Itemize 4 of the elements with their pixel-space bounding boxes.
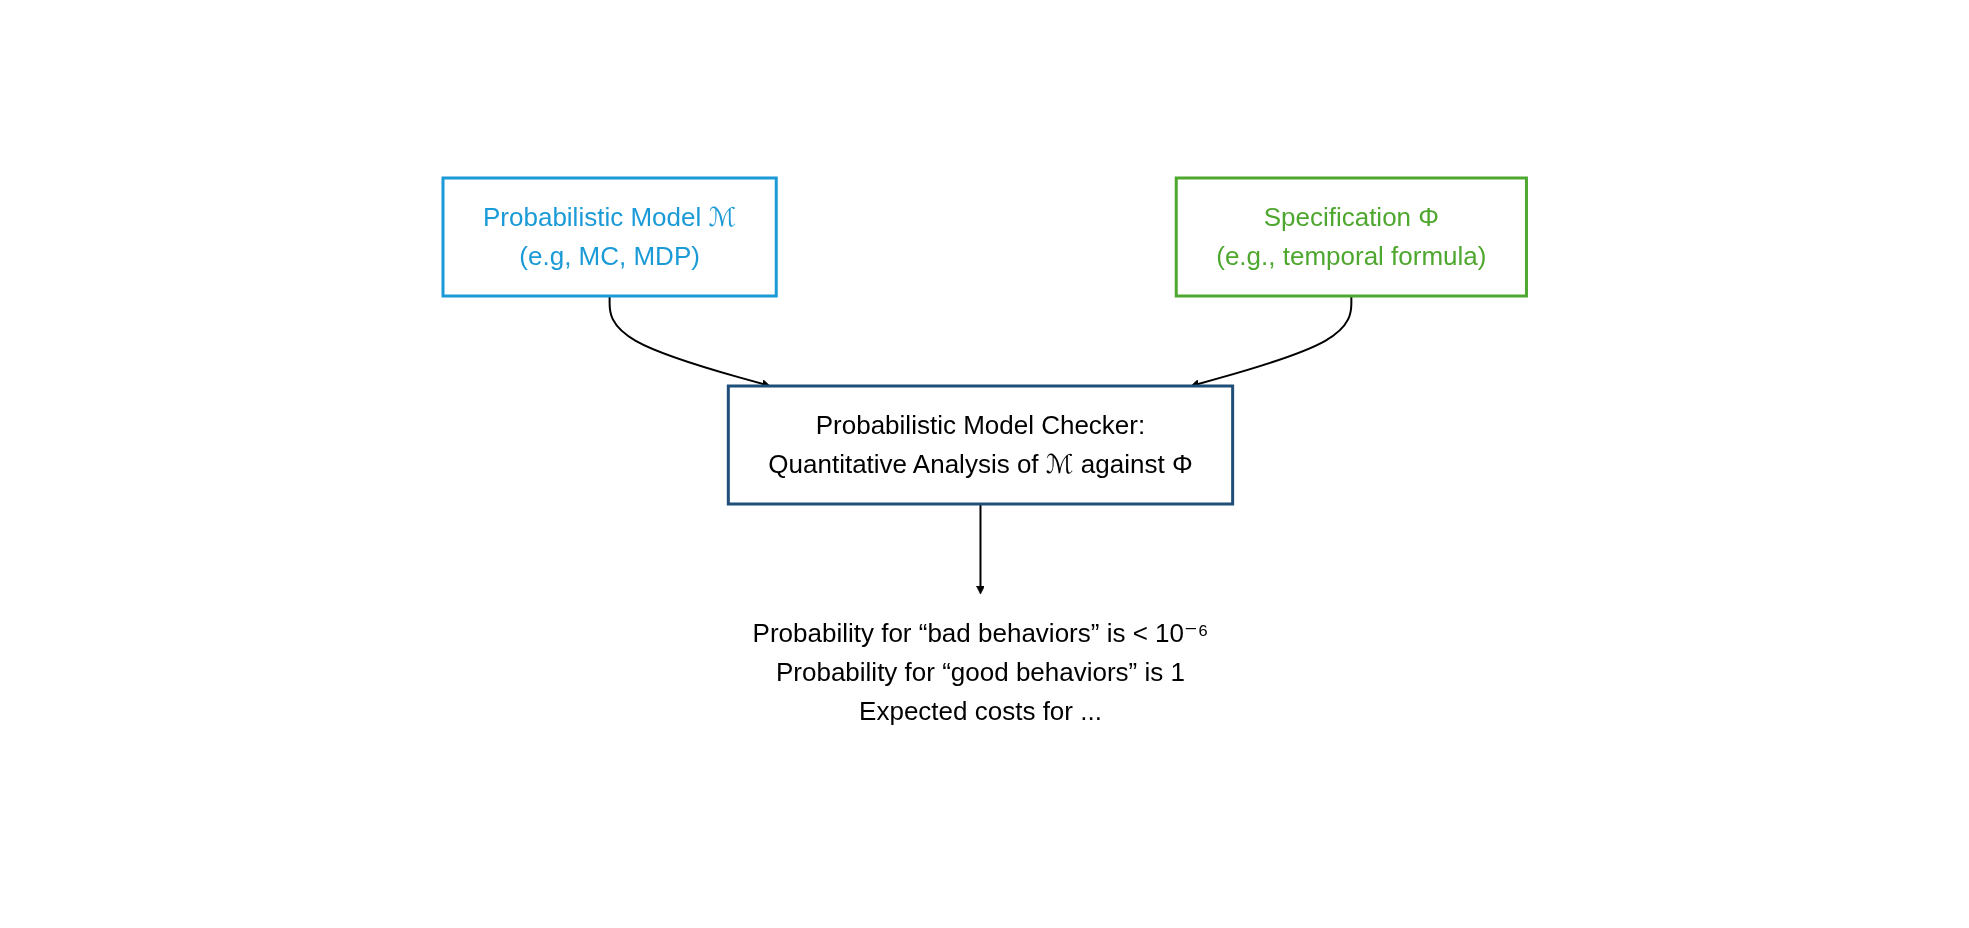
node-box: Probabilistic Model Checker: Quantitative Analysis of ℳ against Φ xyxy=(726,384,1234,505)
node-box: Probabilistic Model ℳ (e.g, MC, MDP) xyxy=(441,176,778,297)
node-box: Specification Φ (e.g., temporal formula) xyxy=(1174,176,1528,297)
node-text: Probability for “bad behaviors” is < 10⁻⁶ Probability for “good behaviors” is 1 Expected costs for ... xyxy=(752,617,1209,726)
